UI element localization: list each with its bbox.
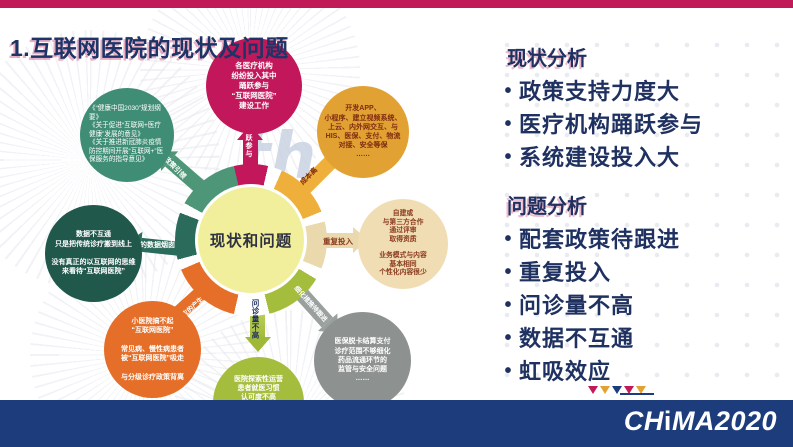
bunting-decor (588, 386, 646, 394)
bullet-icon: • (504, 80, 512, 102)
node-app-development: 开发APP、 小程序、建立视频系统、 上云、内外网交互、与 HIS、医保、支付、… (317, 86, 409, 178)
arrow-label-visits: 问诊量不高 (251, 299, 260, 339)
node-policy-documents: 《“健康中国2030”规划纲要》 《关于促进“互联网+医疗健康”发展的意见》 《… (80, 88, 174, 182)
status-analysis-heading: 现状分析 (507, 48, 587, 70)
logo-door-i-icon: i (663, 406, 672, 436)
list-item: •数据不互通 (497, 326, 787, 351)
node-build-mode: 自建或 与第三方合作 通过评审 取得资质 业务模式与内容 基本相同 个性化内容很… (358, 199, 448, 289)
bullet-icon: • (504, 261, 512, 283)
list-item: •配套政策待跟进 (497, 227, 787, 252)
bullet-icon: • (504, 113, 512, 135)
chima-2020-logo: CHiMA2020 (623, 406, 777, 436)
node-data-silo: 数据不互通 只是把传统诊疗搬到线上 没有真正的以互联网的思维 来看待“互联网医院… (45, 205, 142, 302)
status-analysis-list: •政策支持力度大 •医疗机构踊跃参与 •系统建设投入大 (497, 79, 787, 170)
list-item: •系统建设投入大 (497, 145, 787, 170)
dot-pattern-decor (492, 30, 792, 398)
bullet-icon: • (504, 228, 512, 250)
bunting-underline (620, 393, 654, 395)
hub-center-circle: 现状和问题 (195, 184, 307, 296)
node-institution-participation: 各医疗机构 纷纷投入其中 踊跃参与 “互联网医院” 建设工作 (206, 38, 302, 134)
bullet-icon: • (504, 327, 512, 349)
problem-analysis-list: •配套政策待跟进 •重复投入 •问诊量不高 •数据不互通 •虹吸效应 (497, 227, 787, 384)
page-title: 1.互联网医院的现状及问题 (10, 35, 289, 62)
arrow-label-duplicate: 重复投入 (323, 237, 353, 246)
analysis-panel: 现状分析 •政策支持力度大 •医疗机构踊跃参与 •系统建设投入大 问题分析 •配… (497, 42, 787, 392)
arrow-label-silo: 新的数据烟囱 (133, 242, 175, 249)
bottom-navy-bar (0, 400, 793, 447)
bullet-icon: • (504, 146, 512, 168)
bullet-icon: • (504, 360, 512, 382)
problem-analysis-heading: 问题分析 (507, 196, 587, 218)
top-accent-bar (0, 0, 793, 8)
node-siphon-effect: 小医院搞不起 “互联网医院” 常见病、慢性病患者 被“互联网医院”吸走 与分级诊… (104, 301, 201, 398)
arrow-label-participation: 踊跃参与 (245, 126, 252, 158)
bullet-icon: • (504, 294, 512, 316)
list-item: •医疗机构踊跃参与 (497, 112, 787, 137)
list-item: •政策支持力度大 (497, 79, 787, 104)
node-payment-supervision: 医保脱卡结算支付 诊疗范围不够细化 药品流通环节的 监管与安全问题 …… (314, 312, 411, 409)
list-item: •重复投入 (497, 260, 787, 285)
list-item: •虹吸效应 (497, 359, 787, 384)
list-item: •问诊量不高 (497, 293, 787, 318)
